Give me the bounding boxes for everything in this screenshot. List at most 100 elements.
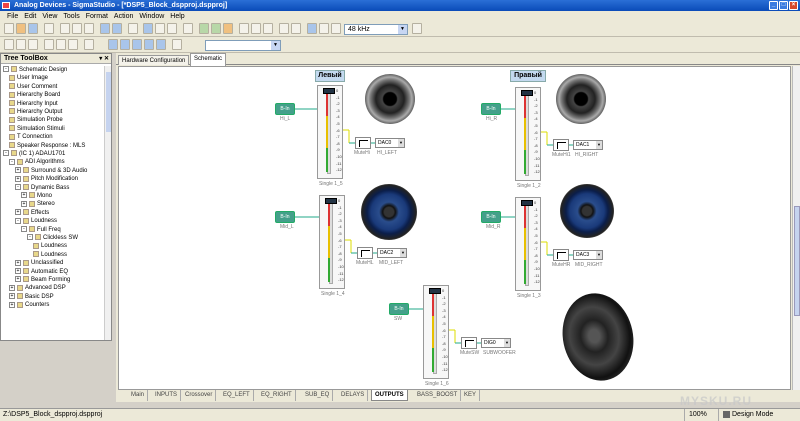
minimize-button[interactable]: _: [769, 1, 778, 10]
page-tab-bass_boost[interactable]: BASS_BOOST: [414, 390, 462, 401]
align-right-icon[interactable]: [28, 39, 38, 50]
input-block[interactable]: B-In: [481, 211, 501, 223]
probe-icon[interactable]: [291, 23, 301, 34]
add-icon[interactable]: [172, 39, 182, 50]
tree-item[interactable]: T Connection: [9, 133, 53, 142]
slider-knob[interactable]: [323, 88, 335, 94]
expander-icon[interactable]: +: [21, 200, 27, 207]
tree-item[interactable]: User Comment: [9, 83, 57, 92]
space-vertical-icon[interactable]: [120, 39, 130, 50]
slider-knob[interactable]: [521, 90, 533, 96]
expander-icon[interactable]: +: [21, 192, 27, 199]
copy-icon[interactable]: [72, 23, 82, 34]
volume-slider[interactable]: 0-1-2-3-4-5-6-7-8-9-10-11-12: [319, 195, 345, 289]
tree-item[interactable]: -Dynamic Bass: [15, 184, 69, 193]
tree-item[interactable]: +Beam Forming: [15, 276, 70, 285]
slider-knob[interactable]: [521, 200, 533, 206]
menu-edit[interactable]: Edit: [24, 12, 37, 20]
expander-icon[interactable]: +: [15, 276, 21, 283]
tree-item[interactable]: +Advanced DSP: [9, 284, 66, 293]
cut-icon[interactable]: [60, 23, 70, 34]
font-select[interactable]: ▼: [205, 40, 281, 51]
bring-front-icon[interactable]: [144, 39, 154, 50]
tree-item[interactable]: +Unclassified: [15, 259, 63, 268]
align-center-icon[interactable]: [16, 39, 26, 50]
tab-hardware-configuration[interactable]: Hardware Configuration: [118, 55, 190, 65]
align-top-icon[interactable]: [44, 39, 54, 50]
compile-icon[interactable]: [211, 23, 221, 34]
input-block[interactable]: B-In: [275, 103, 295, 115]
new-icon[interactable]: [4, 23, 14, 34]
tree-item[interactable]: +Automatic EQ: [15, 268, 68, 277]
expander-icon[interactable]: -: [21, 226, 27, 233]
grid-icon[interactable]: [132, 39, 142, 50]
align-left-icon[interactable]: [4, 39, 14, 50]
volume-slider[interactable]: 0-1-2-3-4-5-6-7-8-9-10-11-12: [423, 285, 449, 379]
input-block[interactable]: B-In: [481, 103, 501, 115]
tree-item[interactable]: +Mono: [21, 192, 52, 201]
expander-icon[interactable]: +: [9, 293, 15, 300]
run-icon[interactable]: [263, 23, 273, 34]
input-block[interactable]: B-In: [389, 303, 409, 315]
volume-slider[interactable]: 0-1-2-3-4-5-6-7-8-9-10-11-12: [515, 87, 541, 181]
mute-block[interactable]: [553, 249, 569, 261]
align-middle-icon[interactable]: [56, 39, 66, 50]
mute-block[interactable]: [553, 139, 569, 151]
zoom-icon[interactable]: [128, 23, 138, 34]
sample-rate-select[interactable]: 48 kHz ▼: [344, 24, 408, 35]
tree-item[interactable]: -Full Freq: [21, 226, 61, 235]
tree-item[interactable]: +Basic DSP: [9, 293, 54, 302]
tree-item[interactable]: Hierarchy Output: [9, 108, 62, 117]
menu-file[interactable]: File: [7, 12, 19, 20]
tree-item[interactable]: Loudness: [33, 251, 67, 260]
dac-output-select[interactable]: DAC3▼: [573, 250, 603, 260]
menu-tools[interactable]: Tools: [63, 12, 80, 20]
expander-icon[interactable]: +: [15, 209, 21, 216]
same-width-icon[interactable]: [84, 39, 94, 50]
page-tab-outputs[interactable]: OUTPUTS: [371, 390, 408, 401]
tree-item[interactable]: -Schematic Design: [3, 66, 67, 75]
tree-item[interactable]: -Loudness: [15, 217, 57, 226]
settings-icon[interactable]: [412, 23, 422, 34]
align-bottom-icon[interactable]: [68, 39, 78, 50]
tree-item[interactable]: Hierarchy Input: [9, 100, 58, 109]
tree-item[interactable]: -ADI Algorithms: [9, 158, 65, 167]
undo-icon[interactable]: [100, 23, 110, 34]
menu-help[interactable]: Help: [170, 12, 185, 20]
wire-icon[interactable]: [155, 23, 165, 34]
menu-window[interactable]: Window: [139, 12, 165, 20]
expander-icon[interactable]: +: [15, 167, 21, 174]
volume-slider[interactable]: 0-1-2-3-4-5-6-7-8-9-10-11-12: [515, 197, 541, 291]
tree-item[interactable]: Simulation Stimuli: [9, 125, 65, 134]
dac-output-select[interactable]: DIG0▼: [481, 338, 511, 348]
send-back-icon[interactable]: [156, 39, 166, 50]
tree-item[interactable]: +Stereo: [21, 200, 55, 209]
mute-block[interactable]: [355, 137, 371, 149]
toolbox-scrollbar[interactable]: [104, 66, 111, 384]
expander-icon[interactable]: -: [9, 158, 15, 165]
tree-item[interactable]: -Clickless SW: [27, 234, 78, 243]
capture-icon[interactable]: [279, 23, 289, 34]
expander-icon[interactable]: -: [27, 234, 33, 241]
expander-icon[interactable]: +: [9, 284, 15, 291]
space-horizontal-icon[interactable]: [108, 39, 118, 50]
download-icon[interactable]: [223, 23, 233, 34]
pin-close-icon[interactable]: ▾ ✕: [99, 56, 109, 62]
tree-item[interactable]: Simulation Probe: [9, 116, 63, 125]
page-tab-inputs[interactable]: INPUTS: [152, 390, 182, 401]
open-icon[interactable]: [16, 23, 26, 34]
mute-block[interactable]: [461, 337, 477, 349]
page-tab-key[interactable]: KEY: [461, 390, 481, 401]
page-tab-delays[interactable]: DELAYS: [338, 390, 369, 401]
menu-view[interactable]: View: [42, 12, 58, 20]
dac-output-select[interactable]: DAC2▼: [377, 248, 407, 258]
dac-output-select[interactable]: DAC1▼: [573, 140, 603, 150]
page-tab-main[interactable]: Main: [128, 390, 149, 401]
tree-item[interactable]: Loudness: [33, 242, 67, 251]
input-block[interactable]: B-In: [275, 211, 295, 223]
link-icon[interactable]: [199, 23, 209, 34]
canvas-vertical-scrollbar[interactable]: [792, 66, 800, 390]
close-button[interactable]: ×: [789, 1, 798, 10]
tree-item[interactable]: +Counters: [9, 301, 49, 310]
expander-icon[interactable]: +: [15, 259, 21, 266]
